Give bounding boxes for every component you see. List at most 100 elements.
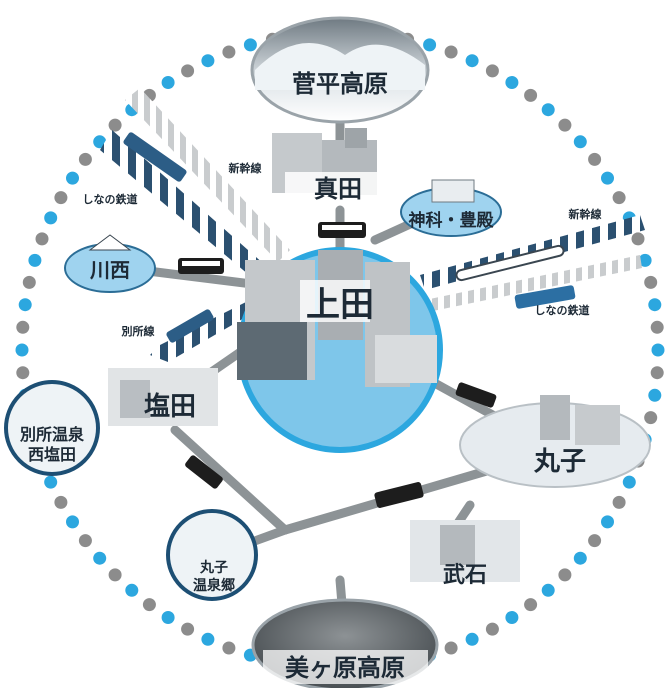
kawanishi-label: 川西 bbox=[89, 258, 130, 282]
bessho-nishishioda-badge: 別所温泉 西塩田 bbox=[4, 380, 100, 476]
ring-dot bbox=[465, 632, 479, 646]
bus-icons bbox=[178, 222, 497, 508]
bessho-line-label: 別所線 bbox=[121, 324, 155, 338]
sugadaira-badge: 菅平高原 bbox=[250, 16, 430, 124]
ring-dot bbox=[222, 641, 236, 655]
ring-dot bbox=[651, 343, 665, 357]
ring-dot bbox=[588, 152, 602, 166]
ring-dot bbox=[644, 275, 658, 289]
rail-lines bbox=[100, 88, 645, 362]
kamishina-toyosato-label: 神科・豊殿 bbox=[409, 210, 495, 231]
ring-dot bbox=[485, 622, 499, 636]
ring-dot bbox=[601, 515, 614, 529]
ring-dot bbox=[648, 298, 662, 312]
ring-dot bbox=[558, 118, 572, 132]
bus-icon bbox=[185, 455, 223, 489]
ring-dot bbox=[222, 45, 236, 59]
kawanishi-area: 川西 bbox=[64, 234, 156, 293]
ring-dot bbox=[444, 45, 458, 59]
ring-dot bbox=[142, 598, 156, 612]
ring-dot bbox=[485, 64, 499, 78]
bus-icon bbox=[318, 222, 366, 238]
maruko-onsen-label-1: 丸子 bbox=[199, 559, 228, 576]
ring-dot bbox=[161, 611, 175, 624]
ring-dot bbox=[648, 388, 662, 402]
ring-dot bbox=[612, 495, 626, 509]
ring-dot bbox=[622, 475, 636, 489]
ring-dot bbox=[78, 152, 92, 166]
ring-dot bbox=[108, 118, 122, 132]
ring-dot bbox=[588, 534, 602, 548]
ring-dot bbox=[524, 88, 538, 102]
bus-icon bbox=[374, 482, 424, 508]
ring-dot bbox=[35, 232, 49, 246]
bessho-onsen-label: 別所温泉 bbox=[20, 425, 85, 444]
ring-dot bbox=[16, 366, 30, 380]
ring-dot bbox=[612, 191, 626, 205]
ring-dot bbox=[66, 171, 79, 185]
utsukushigahara-label: 美ヶ原高原 bbox=[285, 654, 405, 682]
ring-dot bbox=[201, 632, 215, 646]
ring-dot bbox=[505, 611, 519, 624]
ring-dot bbox=[541, 583, 555, 597]
sanada-label: 真田 bbox=[314, 175, 362, 203]
takeshi-area: 武石 bbox=[410, 520, 520, 588]
shinkansen-label-left: 新幹線 bbox=[229, 161, 262, 175]
ring-dot bbox=[16, 320, 30, 334]
ring-dot bbox=[558, 568, 572, 582]
ring-dot bbox=[108, 568, 122, 582]
ring-dot bbox=[524, 598, 538, 612]
nishishioda-label: 西塩田 bbox=[28, 445, 76, 464]
ring-dot bbox=[15, 343, 29, 357]
ring-dot bbox=[601, 171, 614, 185]
rail-line-labels: 新幹線 しなの鉄道 新幹線 しなの鉄道 別所線 bbox=[83, 161, 602, 338]
sanada-area: 真田 bbox=[272, 128, 390, 204]
utsukushigahara-badge: 美ヶ原高原 bbox=[251, 598, 439, 688]
ring-dot bbox=[125, 583, 139, 597]
maruko-area: 丸子 bbox=[459, 395, 651, 488]
ueda-label: 上田 bbox=[306, 285, 374, 325]
ring-dot bbox=[444, 641, 458, 655]
ring-dot bbox=[181, 64, 195, 78]
takeshi-label: 武石 bbox=[443, 563, 487, 588]
ring-dot bbox=[465, 54, 479, 68]
ring-dot bbox=[181, 622, 195, 636]
ring-dot bbox=[631, 232, 645, 246]
ring-dot bbox=[505, 76, 519, 89]
ring-dot bbox=[573, 135, 587, 149]
ring-dot bbox=[22, 275, 36, 289]
shinkansen-label-right: 新幹線 bbox=[569, 207, 602, 221]
ring-dot bbox=[93, 135, 107, 149]
ring-dot bbox=[201, 54, 215, 68]
maruko-onsen-label-2: 温泉郷 bbox=[193, 577, 235, 594]
ring-dot bbox=[423, 38, 437, 52]
ring-dot bbox=[28, 253, 42, 267]
bus-icon bbox=[178, 258, 224, 274]
bus-icon bbox=[455, 382, 497, 408]
kamishina-toyosato-area: 神科・豊殿 bbox=[400, 179, 502, 237]
ring-dot bbox=[638, 253, 652, 267]
ring-dot bbox=[66, 515, 79, 529]
shinano-railway-label-left: しなの鉄道 bbox=[83, 192, 138, 206]
shioda-label: 塩田 bbox=[144, 392, 196, 422]
ring-dot bbox=[650, 320, 664, 334]
maruko-label: 丸子 bbox=[533, 447, 586, 477]
ring-dot bbox=[93, 551, 107, 565]
ring-dot bbox=[541, 103, 555, 117]
ueda-center: 上田 bbox=[237, 247, 443, 453]
shinano-railway-label-right: しなの鉄道 bbox=[535, 303, 590, 317]
ring-dot bbox=[243, 38, 257, 52]
ring-dot bbox=[18, 298, 32, 312]
ring-dot bbox=[54, 495, 68, 509]
ring-dot bbox=[161, 76, 175, 89]
ring-dot bbox=[44, 211, 58, 225]
ring-dot bbox=[54, 191, 68, 205]
ring-dot bbox=[78, 534, 92, 548]
maruko-onsen-badge: 丸子 温泉郷 bbox=[166, 509, 258, 601]
sugadaira-label: 菅平高原 bbox=[292, 70, 388, 98]
ring-dot bbox=[573, 551, 587, 565]
ring-dot bbox=[44, 475, 58, 489]
ring-dot bbox=[644, 411, 658, 425]
ring-dot bbox=[650, 366, 664, 380]
